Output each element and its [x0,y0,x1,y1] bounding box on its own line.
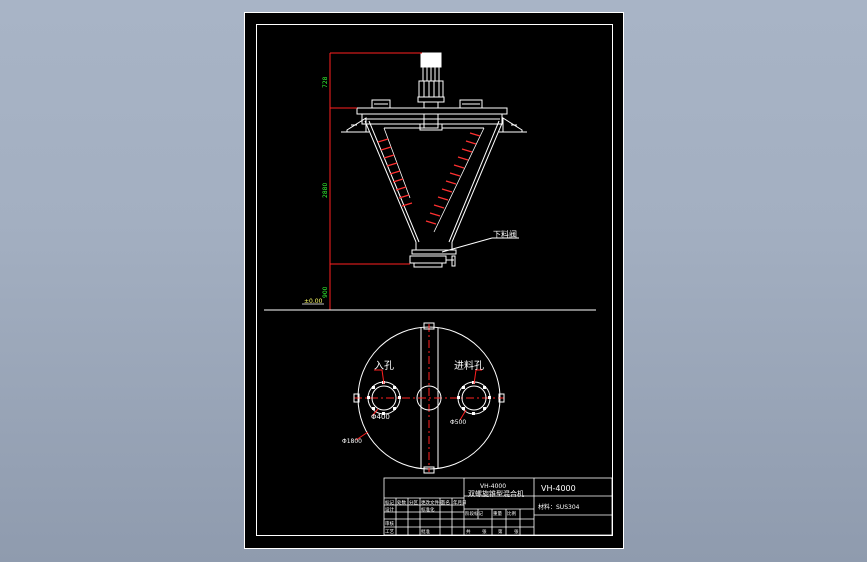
top-lug [423,322,435,330]
manhole-dia-label: Φ400 [371,413,390,421]
rev-sign: 签名 [441,499,450,506]
plan-leaders [355,369,482,441]
title-name: 双螺旋锥型混合机 [468,489,524,498]
sheet-unit-1: 张 [482,528,487,535]
motor [417,52,445,109]
sheet-total: 共 [466,528,471,535]
title-block [383,477,613,536]
discharge-valve [409,237,519,268]
vessel-dia-label: Φ1800 [342,438,362,445]
review-label: 审核 [385,520,394,527]
sheet-no: 第 [498,528,503,535]
rev-date: 年月日 [453,499,467,506]
drawing-number: VH-4000 [541,484,576,493]
stage-mark-label: 阶段标记 [465,510,483,517]
cone-vessel [364,120,504,255]
dim-728: 728 [322,76,329,88]
bottom-lug [423,466,435,474]
rev-zone: 分区 [409,499,418,506]
inner-border [256,24,613,536]
support-lugs [341,117,527,133]
title-block-text: VH-4000 双螺旋锥型混合机 VH-4000 材料：SUS304 标记 处数… [385,483,580,535]
cad-drawing: 下料阀 728 2880 900 ±0.00 [244,12,624,549]
rev-count: 处数 [397,499,406,506]
plan-view: 入孔 Φ400 进料孔 Φ500 Φ1800 [342,322,505,474]
design-label: 设计 [385,506,394,513]
vertical-dimension [327,52,422,311]
weight-label: 重量 [493,510,502,517]
standard-label: 标准化 [421,506,435,513]
top-cover [356,99,508,131]
rev-doc: 更改文件号 [421,499,444,506]
outer-border [244,12,624,549]
scale-label: 比例 [507,510,516,517]
rev-mark: 标记 [385,499,394,506]
process-label: 工艺 [385,529,394,535]
feed-port-dia-label: Φ500 [450,419,466,426]
sheet-unit-2: 张 [514,528,519,535]
title-model-small: VH-4000 [480,483,506,490]
datum-label: ±0.00 [304,298,323,305]
dim-900: 900 [322,286,329,298]
approve-label: 批准 [421,528,430,535]
manhole-label: 入孔 [374,360,394,372]
feed-port-label: 进料孔 [454,359,484,372]
drawing-sheet: 下料阀 728 2880 900 ±0.00 [244,12,624,549]
right-screw-icon [425,127,485,233]
drive-arms [384,123,484,129]
discharge-valve-label: 下料阀 [493,229,517,239]
dim-2880: 2880 [322,183,329,198]
left-lug [353,393,360,403]
right-lug [498,393,505,403]
elevation-view: 下料阀 728 2880 900 ±0.00 [264,52,596,311]
left-screw-icon [377,127,413,207]
feed-port-bolts [457,381,491,415]
center-shaft [416,385,442,411]
material-label: 材料：SUS304 [538,503,580,511]
